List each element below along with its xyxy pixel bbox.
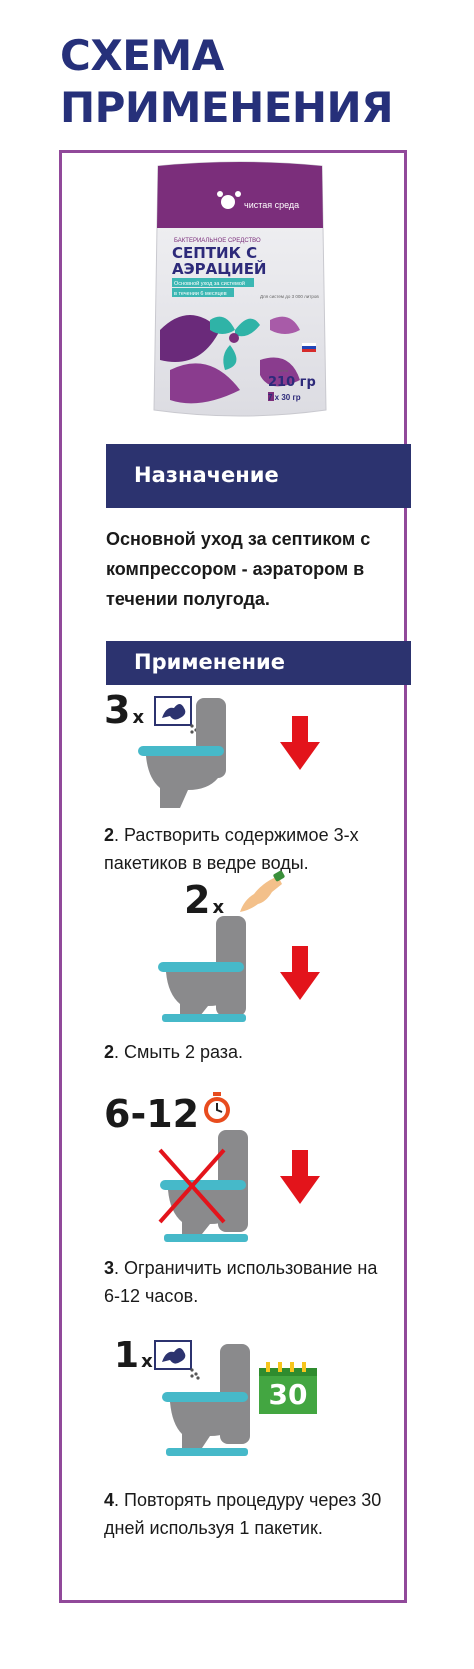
package-netto: нетто [278,368,289,373]
title-line-1: СХЕМА [60,31,224,80]
package-tag-1: Основной уход за системой [174,280,245,287]
step-4-text: 4. Повторять процедуру через 30 дней исп… [104,1490,382,1538]
package-name-2: АЭРАЦИЕЙ [172,259,267,278]
toilet-icon [162,1344,250,1456]
package-count: 7 х 30 гр [268,393,301,402]
package-subtitle: БАКТЕРИАЛЬНОЕ СРЕДСТВО [174,238,261,244]
hours-label: 6-12 [104,1092,200,1136]
brand-logo-icon [217,191,241,209]
step-2-text: 2. Смыть 2 раза. [104,1042,244,1062]
alarm-clock-icon [204,1092,230,1123]
hand-press-icon [240,870,285,912]
package-note: Для систем до 3 000 литров [260,294,319,299]
russian-flag-icon [302,343,316,352]
package-tag-2: в течении 6 месяцев [174,291,227,297]
section-header-purpose: Назначение [106,444,411,508]
down-arrow-icon [280,1150,320,1204]
sachet-icon [154,1340,200,1380]
package-weight: 210 гр [268,375,316,390]
page-title: СХЕМА ПРИМЕНЕНИЯ [60,30,394,134]
toilet-icon [158,916,246,1022]
down-arrow-icon [280,716,320,770]
purpose-text: Основной уход за септиком с компрессором… [106,529,371,609]
calendar-icon [259,1362,317,1414]
title-line-2: ПРИМЕНЕНИЯ [60,83,394,132]
section-header-usage: Применение [106,641,411,685]
step-3-text: 3. Ограничить использование на 6-12 часо… [104,1258,378,1306]
down-arrow-icon [280,946,320,1000]
prohibited-cross-icon [158,1148,226,1224]
section-header-usage-label: Применение [134,650,285,674]
calendar-day: 30 [268,1378,308,1411]
step-1-text: 2. Растворить содержимое 3-х пакетиков в… [104,825,359,873]
toilet-icon [160,1130,248,1242]
product-package: чистая среда БАКТЕРИАЛЬНОЕ СРЕДСТВО СЕПТ… [153,161,327,417]
section-header-purpose-label: Назначение [134,463,279,487]
package-pattern [160,315,300,404]
toilet-icon [138,698,226,808]
package-brand: чистая среда [244,200,299,210]
scheme-frame [59,150,407,1603]
package-name-1: СЕПТИК С [172,244,257,262]
sachet-icon [154,696,200,736]
